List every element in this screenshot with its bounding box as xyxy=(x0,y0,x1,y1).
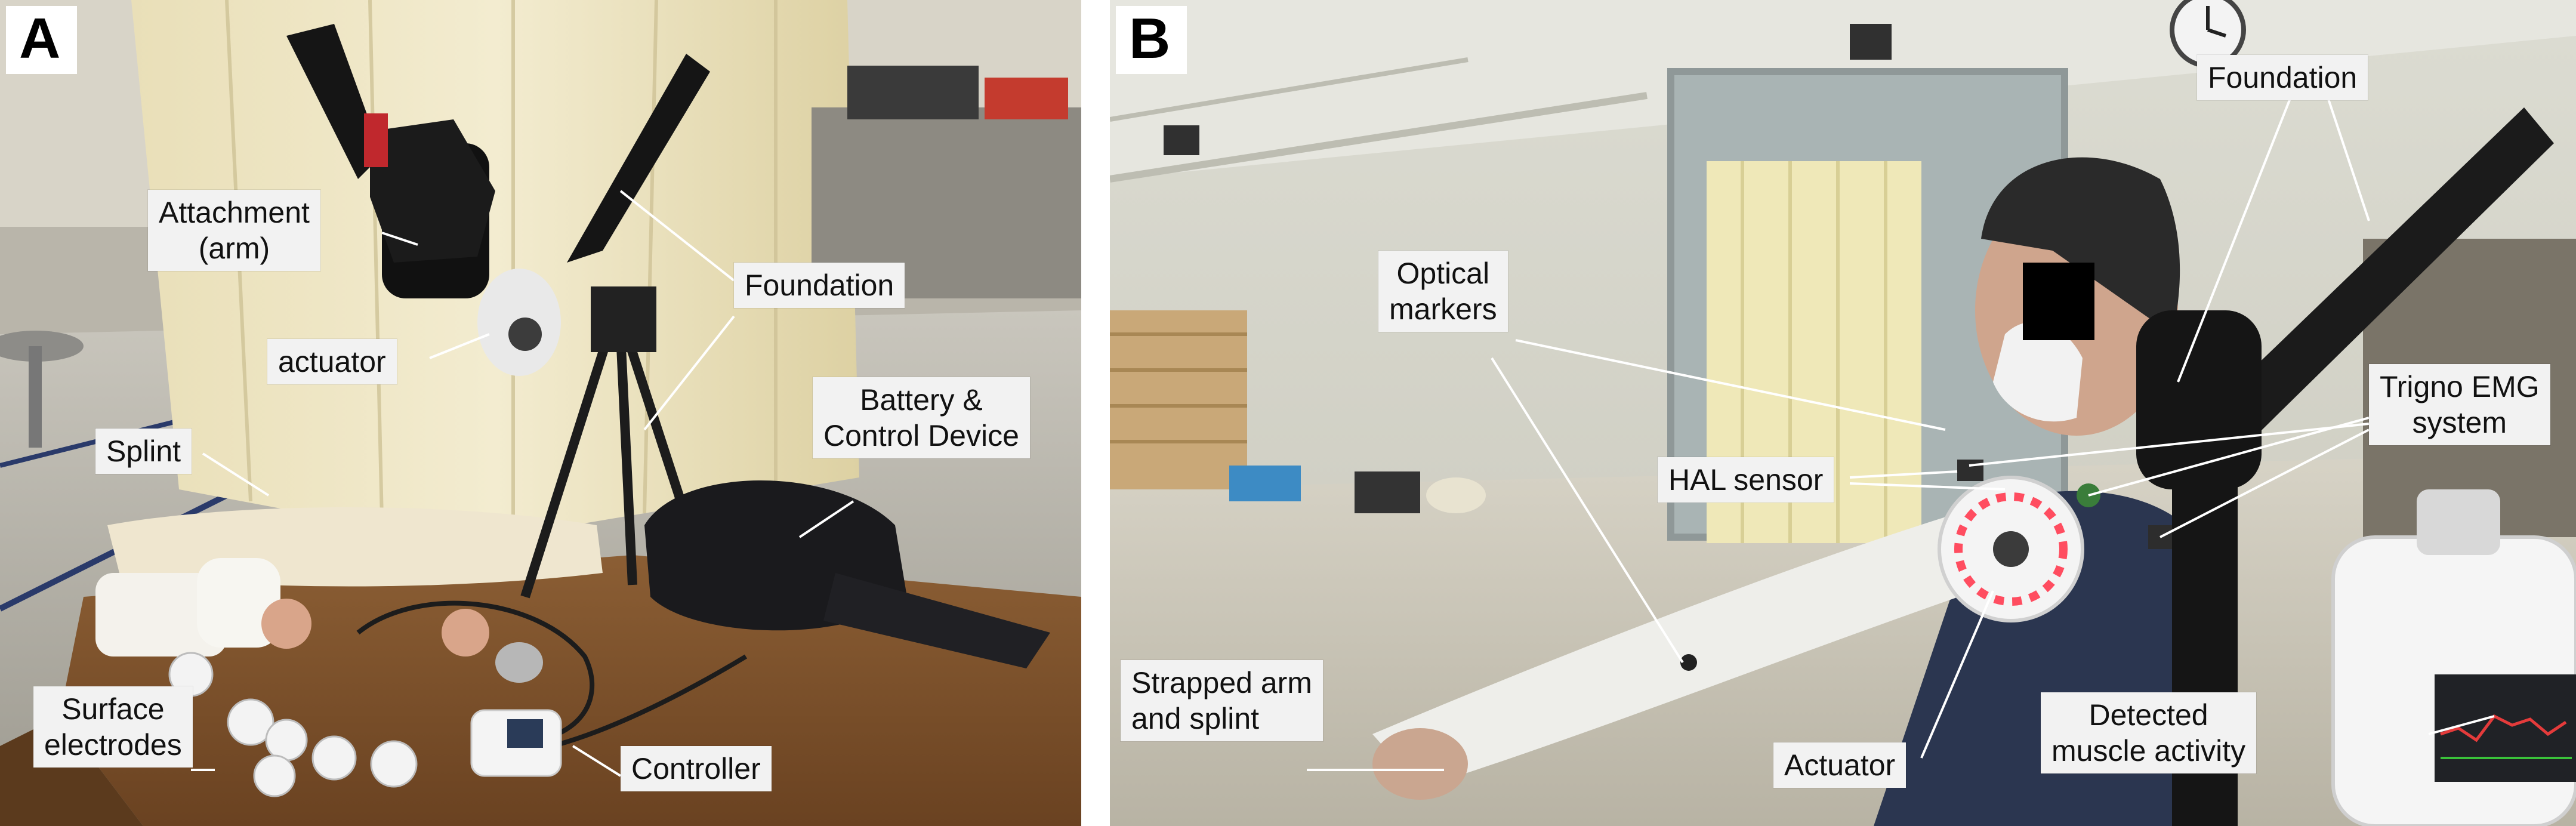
panel-letter-a: A xyxy=(6,6,78,74)
label-foundation-a: Foundation xyxy=(734,263,905,308)
label-optical-markers: Optical markers xyxy=(1378,251,1508,332)
label-surface-line1: Surface xyxy=(61,692,165,726)
label-strapped-line2: and splint xyxy=(1131,702,1260,735)
label-battery-line2: Control Device xyxy=(823,419,1019,452)
label-trigno-emg-system: Trigno EMG system xyxy=(2369,364,2550,445)
label-surface-electrodes: Surface electrodes xyxy=(33,686,193,768)
label-optical-line2: markers xyxy=(1389,292,1497,326)
label-attachment-line2: (arm) xyxy=(198,232,270,265)
photo-subject xyxy=(1110,0,2576,826)
label-strapped-line1: Strapped arm xyxy=(1131,666,1312,699)
label-attachment-arm: Attachment (arm) xyxy=(148,190,320,271)
label-controller: Controller xyxy=(621,746,772,791)
label-battery-control-device: Battery & Control Device xyxy=(813,377,1030,458)
label-hal-sensor: HAL sensor xyxy=(1658,457,1834,503)
label-detected-line2: muscle activity xyxy=(2051,734,2246,768)
panel-b: B Foundation Optical markers Trigno EMG … xyxy=(1110,0,2576,826)
label-splint: Splint xyxy=(95,429,192,474)
label-actuator-b: Actuator xyxy=(1773,742,1906,788)
label-foundation-b: Foundation xyxy=(2197,55,2368,100)
panel-a: A Attachment (arm) Foundation actuator B… xyxy=(0,0,1081,826)
label-surface-line2: electrodes xyxy=(44,728,182,762)
label-trigno-line1: Trigno EMG xyxy=(2380,370,2540,403)
label-battery-line1: Battery & xyxy=(860,383,983,417)
label-attachment-line1: Attachment xyxy=(159,196,310,229)
label-optical-line1: Optical xyxy=(1396,257,1490,290)
panel-letter-b: B xyxy=(1116,6,1187,74)
label-detected-line1: Detected xyxy=(2088,698,2208,732)
label-actuator-a: actuator xyxy=(267,339,397,384)
label-detected-muscle-activity: Detected muscle activity xyxy=(2041,692,2257,773)
label-strapped-arm-and-splint: Strapped arm and splint xyxy=(1121,660,1323,741)
label-trigno-line2: system xyxy=(2412,406,2507,439)
